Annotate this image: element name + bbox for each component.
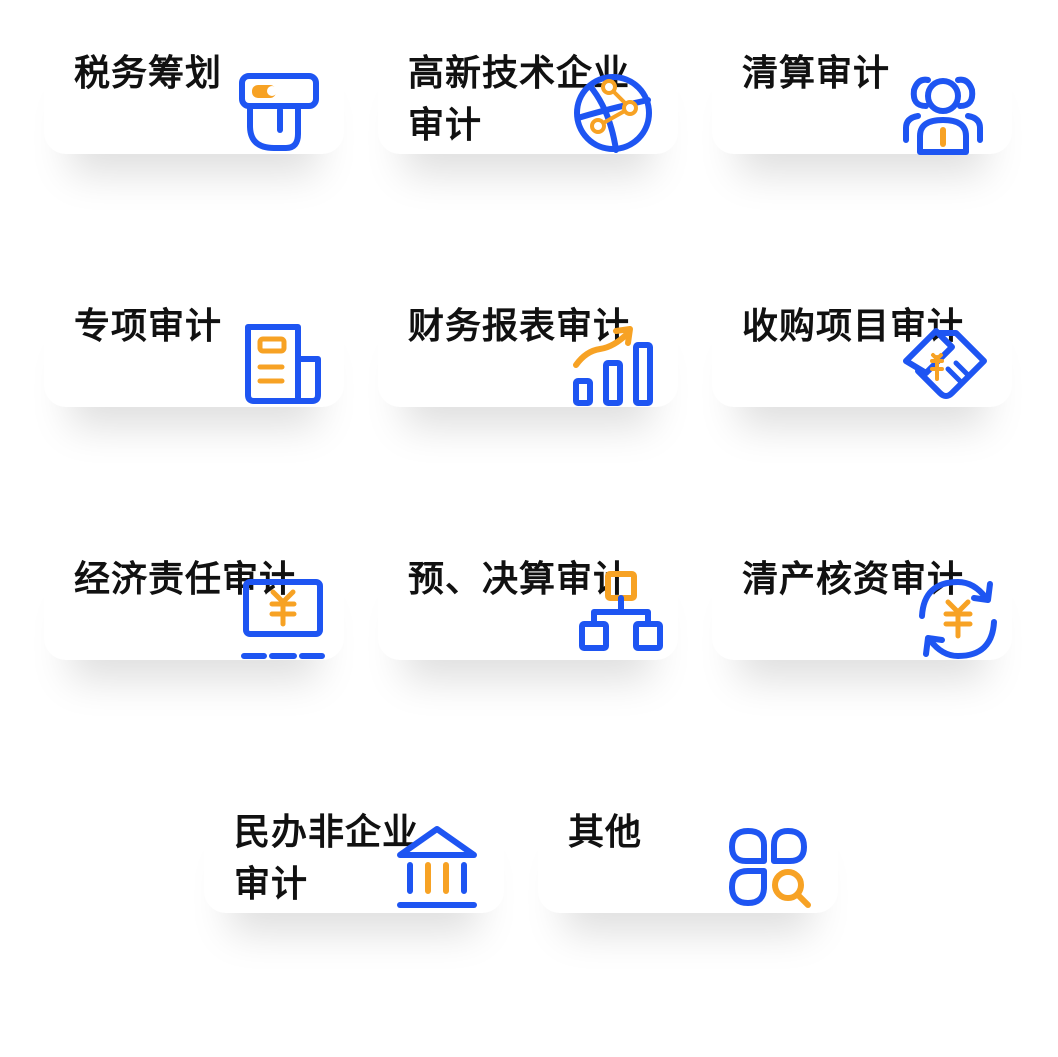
card-title: 财务报表审计 (408, 306, 631, 347)
service-card-financial-statement-audit[interactable]: 财务报表审计 (378, 283, 678, 407)
service-card-asset-verification-audit[interactable]: 清产核资审计 (712, 536, 1012, 660)
service-card-budget-settlement-audit[interactable]: 预、决算审计 (378, 536, 678, 660)
payment-card-hand-icon (236, 68, 322, 154)
service-card-special-audit[interactable]: 专项审计 (44, 283, 344, 407)
service-card-economic-responsibility-audit[interactable]: 经济责任审计 (44, 536, 344, 660)
service-card-acquisition-audit[interactable]: 收购项目审计 (712, 283, 1012, 407)
handshake-money-icon (902, 323, 988, 409)
yuan-cycle-icon (916, 576, 1002, 662)
card-title: 税务筹划 (74, 53, 223, 94)
service-card-other[interactable]: 其他 (538, 789, 838, 913)
card-title: 其他 (568, 812, 643, 853)
institution-building-icon (394, 823, 480, 909)
card-title: 预、决算审计 (408, 559, 631, 600)
service-card-tax-planning[interactable]: 税务筹划 (44, 30, 344, 154)
card-title: 专项审计 (74, 306, 223, 347)
people-group-icon (900, 72, 986, 158)
monitor-yuan-icon (240, 576, 326, 662)
document-report-icon (240, 319, 326, 405)
bar-chart-growth-icon (570, 321, 656, 407)
service-card-high-tech-audit[interactable]: 高新技术企业审计 (378, 30, 678, 154)
service-card-private-nonenterprise-audit[interactable]: 民办非企业审计 (204, 789, 504, 913)
org-hierarchy-icon (578, 568, 664, 654)
service-card-liquidation-audit[interactable]: 清算审计 (712, 30, 1012, 155)
card-title: 民办非企业审计 (234, 812, 420, 905)
apps-search-icon (726, 823, 812, 909)
globe-network-icon (570, 70, 656, 156)
card-title: 清算审计 (742, 53, 891, 94)
